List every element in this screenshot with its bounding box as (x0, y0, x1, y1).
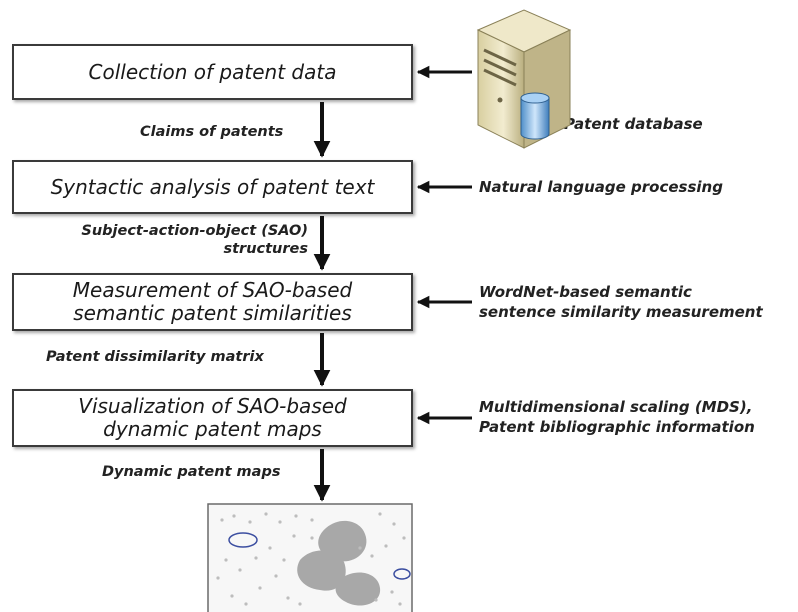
flow-label-dissimilarity-matrix: Patent dissimilarity matrix (46, 348, 264, 366)
flow-label-dynamic-maps: Dynamic patent maps (102, 463, 280, 481)
input-text: Patent bibliographic information (479, 418, 755, 436)
flow-label-claims: Claims of patents (140, 123, 283, 141)
step-box-similarity-measurement: Measurement of SAO-based semantic patent… (12, 273, 413, 331)
input-text: Patent database (564, 115, 703, 133)
step-text: Collection of patent data (88, 59, 337, 84)
step-text: Syntactic analysis of patent text (50, 174, 375, 199)
input-text: Multidimensional scaling (MDS), (479, 398, 753, 416)
step-text: dynamic patent maps (103, 417, 322, 441)
server-database-icon (476, 9, 572, 149)
step-text: semantic patent similarities (73, 301, 352, 325)
flow-label-text: structures (223, 241, 308, 257)
input-nlp: Natural language processing (479, 177, 723, 197)
flow-label-text: Subject-action-object (SAO) (81, 223, 308, 239)
step-box-visualization: Visualization of SAO-based dynamic paten… (12, 389, 413, 447)
step-text: Visualization of SAO-based (78, 394, 347, 418)
input-patent-database: Patent database (564, 114, 703, 134)
flow-label-sao-structures: Subject-action-object (SAO) structures (46, 222, 308, 258)
input-text: WordNet-based semantic (479, 283, 692, 301)
flow-label-text: Dynamic patent maps (102, 464, 281, 480)
input-wordnet: WordNet-based semantic sentence similari… (479, 282, 763, 322)
flow-label-text: Patent dissimilarity matrix (46, 349, 264, 365)
input-text: sentence similarity measurement (479, 303, 763, 321)
input-text: Natural language processing (479, 178, 723, 196)
step-box-syntactic-analysis: Syntactic analysis of patent text (12, 160, 413, 214)
flow-label-text: Claims of patents (140, 124, 284, 140)
step-text: Measurement of SAO-based (72, 278, 353, 302)
input-mds: Multidimensional scaling (MDS), Patent b… (479, 397, 755, 437)
step-box-collection: Collection of patent data (12, 44, 413, 100)
patent-map-thumbnail (207, 503, 413, 612)
